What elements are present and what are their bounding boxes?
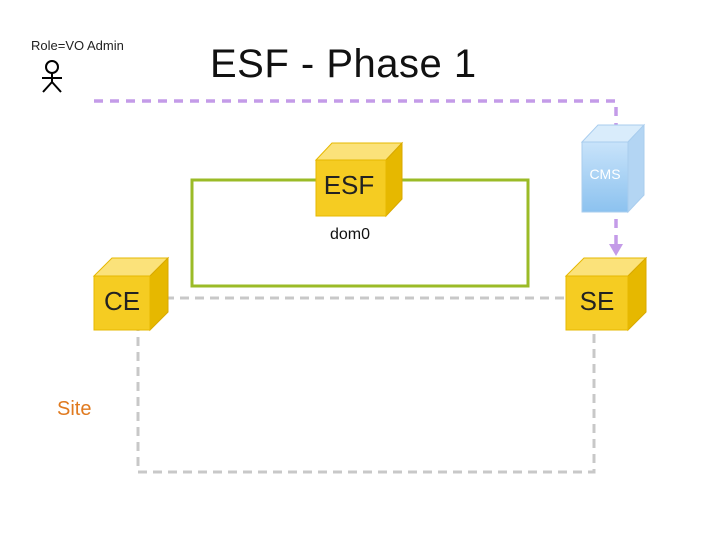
esf-cube [314,141,404,218]
ce-node-label: CE [103,286,141,316]
cms-node-label: CMS [589,166,621,182]
role-label: Role=VO Admin [31,38,124,53]
person-icon [42,60,62,93]
page-title: ESF - Phase 1 [210,42,477,86]
cms-cube [580,123,646,214]
ce-cube [92,256,170,332]
esf-node-label: ESF [323,170,375,200]
se-cube [564,256,648,332]
dom0-label: dom0 [330,226,371,243]
admin-to-se-arrowhead [609,244,623,256]
site-boundary [136,322,596,474]
se-node-label: SE [579,286,615,316]
site-label: Site [57,398,92,420]
